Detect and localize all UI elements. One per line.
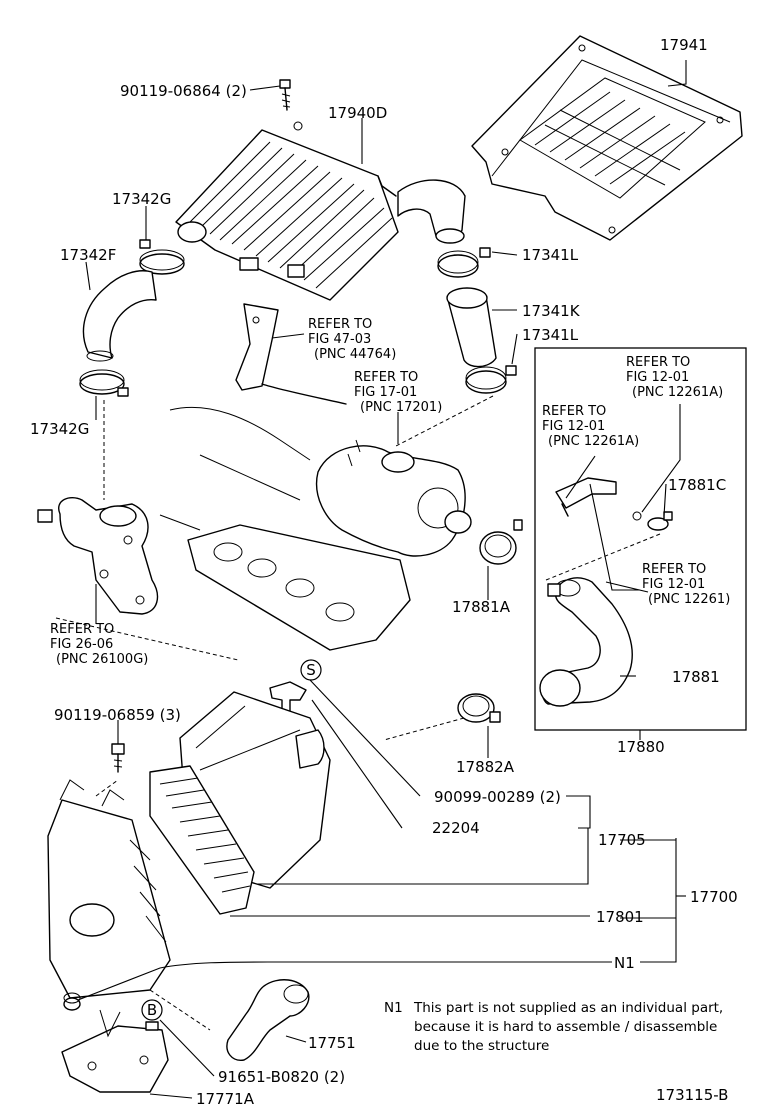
hose-17751-drawing bbox=[226, 979, 310, 1061]
turbocharger-drawing bbox=[316, 439, 472, 557]
ref-fig47-line2: FIG 47-03 bbox=[308, 332, 371, 347]
alignment-lines bbox=[55, 395, 661, 1031]
circle-mark-s bbox=[300, 659, 322, 681]
ref-fig12c-line2: FIG 12-01 bbox=[642, 577, 705, 592]
label-17341l-top: 17341L bbox=[522, 246, 579, 264]
bracket-17771a-drawing bbox=[61, 1009, 169, 1093]
label-17341k: 17341K bbox=[522, 302, 581, 320]
throttle-body-drawing bbox=[37, 496, 159, 615]
n1-footnote-line2: because it is hard to assemble / disasse… bbox=[414, 1019, 717, 1035]
bracket-fig47-drawing bbox=[235, 303, 347, 405]
hose-17881-drawing bbox=[539, 577, 633, 707]
label-90119-06864: 90119-06864 (2) bbox=[120, 82, 247, 100]
bolt-90119-06864-drawing bbox=[279, 79, 291, 111]
ref-fig47-line3: (PNC 44764) bbox=[314, 347, 396, 362]
circle-mark-b bbox=[141, 999, 163, 1021]
ref-fig17-line3: (PNC 17201) bbox=[360, 400, 442, 415]
n1-footnote: N1 This part is not supplied as an indiv… bbox=[384, 1000, 723, 1054]
grommet-drawing bbox=[63, 992, 81, 1011]
clamp-17342g-bottom-drawing bbox=[79, 369, 129, 397]
ref-fig12c-line3: (PNC 12261) bbox=[648, 592, 730, 607]
bolt-91651-drawing bbox=[145, 1021, 159, 1031]
clip-drawing bbox=[632, 511, 642, 521]
label-17881: 17881 bbox=[672, 668, 720, 686]
label-17881c: 17881C bbox=[668, 476, 726, 494]
ref-fig12b-line1: REFER TO bbox=[542, 404, 606, 419]
label-17881a: 17881A bbox=[452, 598, 511, 616]
ref-fig26: REFER TO FIG 26-06 (PNC 26100G) bbox=[50, 622, 148, 667]
bolt-90119-06859-drawing bbox=[111, 743, 125, 773]
label-17801: 17801 bbox=[596, 908, 644, 926]
leader-lines bbox=[77, 60, 687, 1099]
clamp-17881a-drawing bbox=[479, 519, 523, 565]
label-22204: 22204 bbox=[432, 819, 480, 837]
clip-90099-drawing bbox=[269, 681, 307, 721]
label-n1: N1 bbox=[614, 954, 635, 972]
label-17705: 17705 bbox=[598, 831, 646, 849]
hose-17342f-drawing bbox=[82, 270, 157, 362]
label-90119-06859: 90119-06859 (3) bbox=[54, 706, 181, 724]
ref-fig26-line2: FIG 26-06 bbox=[50, 637, 113, 652]
exhaust-manifold-drawing bbox=[159, 406, 411, 651]
ref-fig12a-line3: (PNC 12261A) bbox=[632, 385, 723, 400]
clamp-17342g-top-drawing bbox=[139, 239, 185, 275]
ref-fig17: REFER TO FIG 17-01 (PNC 17201) bbox=[354, 370, 442, 415]
ref-fig12b: REFER TO FIG 12-01 (PNC 12261A) bbox=[542, 404, 639, 449]
clamp-17341l-top-drawing bbox=[437, 247, 491, 278]
label-17940d: 17940D bbox=[328, 104, 387, 122]
label-17342g-top: 17342G bbox=[112, 190, 171, 208]
ref-fig26-line3: (PNC 26100G) bbox=[56, 652, 148, 667]
hose-17341k-drawing bbox=[446, 287, 497, 368]
label-17880: 17880 bbox=[617, 738, 665, 756]
ref-fig12a-line1: REFER TO bbox=[626, 355, 690, 370]
ref-fig12c-line1: REFER TO bbox=[642, 562, 706, 577]
part-labels: 17941 90119-06864 (2) 17940D 17342G 1734… bbox=[30, 36, 738, 1108]
clamp-17882a-drawing bbox=[457, 693, 501, 723]
n1-footnote-key: N1 bbox=[384, 1000, 403, 1016]
label-91651-b0820: 91651-B0820 (2) bbox=[218, 1068, 345, 1086]
label-90099-00289: 90099-00289 (2) bbox=[434, 788, 561, 806]
ref-fig12b-line3: (PNC 12261A) bbox=[548, 434, 639, 449]
clamp-17881c-drawing bbox=[647, 511, 673, 531]
ref-fig26-line1: REFER TO bbox=[50, 622, 114, 637]
diagram-id: 173115-B bbox=[656, 1086, 728, 1104]
circle-mark-b-text: B bbox=[147, 1001, 157, 1019]
label-17341l-mid: 17341L bbox=[522, 326, 579, 344]
ref-fig17-line2: FIG 17-01 bbox=[354, 385, 417, 400]
clamp-17341l-mid-drawing bbox=[465, 365, 517, 394]
intercooler-drawing bbox=[175, 121, 466, 301]
label-17941: 17941 bbox=[660, 36, 708, 54]
ref-fig12b-line2: FIG 12-01 bbox=[542, 419, 605, 434]
ref-fig47: REFER TO FIG 47-03 (PNC 44764) bbox=[308, 317, 396, 362]
label-17751: 17751 bbox=[308, 1034, 356, 1052]
ref-fig12a: REFER TO FIG 12-01 (PNC 12261A) bbox=[626, 355, 723, 400]
circle-mark-s-text: S bbox=[306, 661, 316, 679]
label-17700: 17700 bbox=[690, 888, 738, 906]
label-17342g-bottom: 17342G bbox=[30, 420, 89, 438]
air-cleaner-case-drawing bbox=[47, 779, 171, 999]
n1-footnote-line3: due to the structure bbox=[414, 1038, 549, 1054]
ref-fig17-line1: REFER TO bbox=[354, 370, 418, 385]
small-hose-drawing bbox=[555, 477, 617, 517]
label-17342f: 17342F bbox=[60, 246, 116, 264]
filter-element-drawing bbox=[149, 765, 255, 915]
ref-fig12a-line2: FIG 12-01 bbox=[626, 370, 689, 385]
ref-fig47-line1: REFER TO bbox=[308, 317, 372, 332]
label-17771a: 17771A bbox=[196, 1090, 255, 1108]
n1-footnote-line1: This part is not supplied as an individu… bbox=[413, 1000, 723, 1016]
engine-cover-drawing bbox=[471, 35, 743, 241]
label-17882a: 17882A bbox=[456, 758, 515, 776]
ref-fig12c: REFER TO FIG 12-01 (PNC 12261) bbox=[642, 562, 730, 607]
